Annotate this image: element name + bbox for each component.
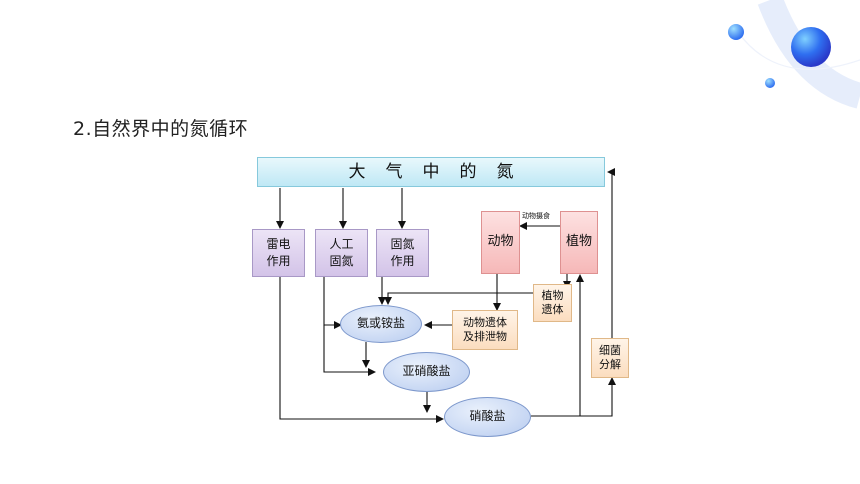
tiny-ball-decoration — [765, 78, 775, 88]
diagram-arrows — [276, 168, 616, 423]
nitrate-oval: 硝酸盐 — [444, 397, 531, 437]
arrow-artificial-nitrite — [323, 325, 376, 376]
animals-eat-label: 动物摄食 — [522, 212, 550, 220]
lightning-box: 雷电 作用 — [252, 229, 305, 277]
animals-box: 动物 — [481, 211, 520, 274]
nitrogen-cycle-diagram: 大气中的氮 雷电 作用 人工 固氮 固氮 作用 动物 植物 动物摄食 植物 遗体… — [249, 154, 631, 440]
atmosphere-nitrogen-box: 大气中的氮 — [257, 157, 605, 187]
nitrite-oval: 亚硝酸盐 — [383, 352, 470, 392]
nitrogen-fixation-box: 固氮 作用 — [376, 229, 429, 277]
ammonia-oval: 氨或铵盐 — [340, 305, 422, 343]
arrow-bacteria-atmosphere — [607, 168, 615, 339]
arrow-nitrate-bacteria — [580, 377, 616, 417]
bacteria-decomposition-box: 细菌 分解 — [591, 338, 629, 378]
arrow-lightning-nitrate — [279, 277, 444, 423]
animal-remains-box: 动物遗体 及排泄物 — [452, 310, 518, 350]
artificial-fixation-box: 人工 固氮 — [315, 229, 368, 277]
arrow-artificial-ammonia — [323, 277, 342, 329]
plant-remains-box: 植物 遗体 — [533, 284, 572, 322]
plants-box: 植物 — [560, 211, 598, 274]
arrow-plantremains-ammonia — [384, 292, 533, 305]
small-ball-decoration — [728, 24, 744, 40]
big-ball-decoration — [791, 27, 831, 67]
slide-title: 2.自然界中的氮循环 — [73, 118, 249, 140]
